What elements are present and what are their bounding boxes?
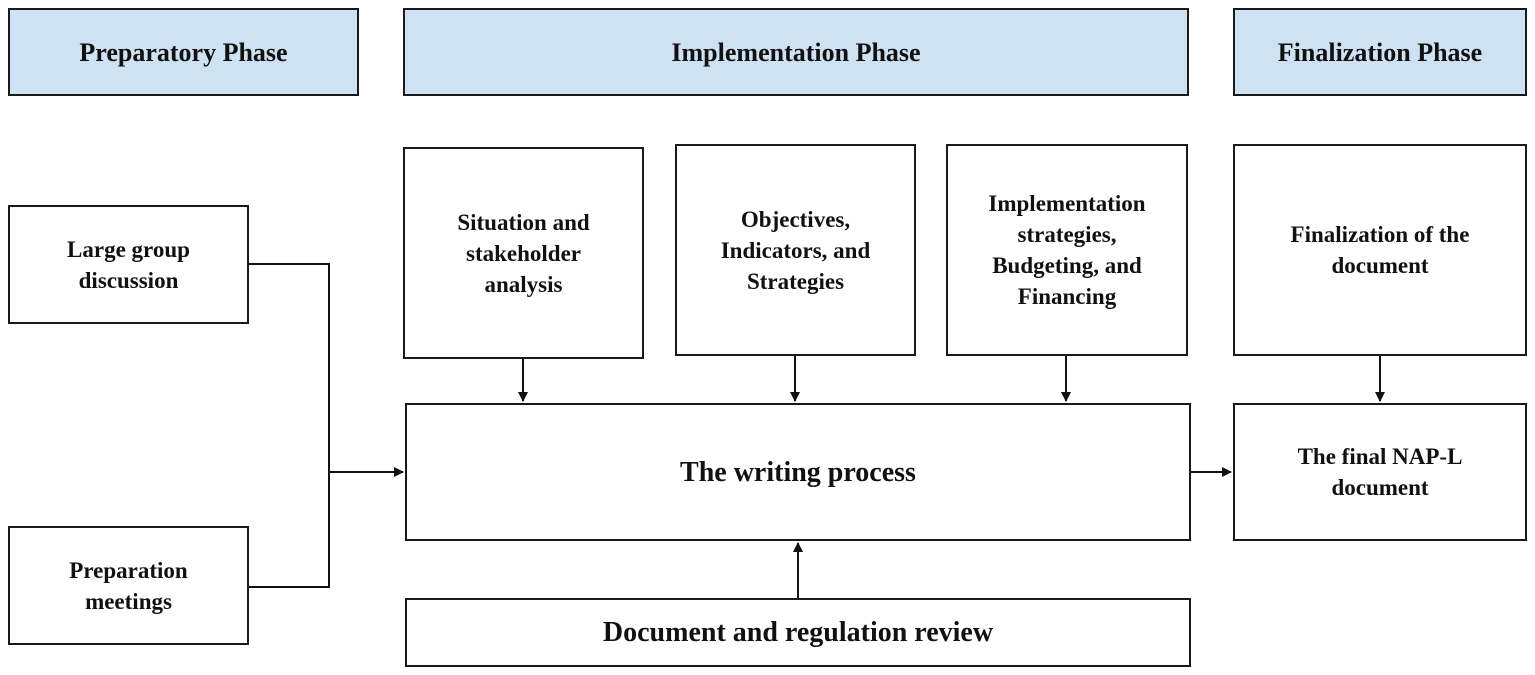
preparation-meetings-connector	[249, 472, 330, 588]
objectives-indicators-label: Objectives, Indicators, and Strategies	[720, 206, 871, 294]
situation-analysis-label: Situation and stakeholder analysis	[457, 209, 590, 297]
preparatory-phase-label: Preparatory Phase	[79, 37, 288, 67]
preparatory-phase-header: Preparatory Phase	[8, 8, 359, 96]
finalization-document-box: Finalization of the document	[1233, 144, 1527, 356]
document-review-box: Document and regulation review	[405, 598, 1191, 667]
large-group-connector	[249, 263, 330, 472]
situation-analysis-box: Situation and stakeholder analysis	[403, 147, 644, 359]
writing-process-box: The writing process	[405, 403, 1191, 541]
finalization-phase-header: Finalization Phase	[1233, 8, 1527, 96]
large-group-discussion-box: Large group discussion	[8, 205, 249, 324]
implementation-phase-header: Implementation Phase	[403, 8, 1189, 96]
final-document-box: The final NAP-L document	[1233, 403, 1527, 541]
preparation-meetings-label: Preparation meetings	[69, 557, 188, 614]
finalization-phase-label: Finalization Phase	[1277, 37, 1483, 67]
implementation-strategies-box: Implementation strategies, Budgeting, an…	[946, 144, 1188, 356]
objectives-indicators-box: Objectives, Indicators, and Strategies	[675, 144, 916, 356]
large-group-discussion-label: Large group discussion	[67, 236, 190, 293]
final-document-label: The final NAP-L document	[1297, 444, 1463, 500]
writing-process-label: The writing process	[680, 456, 916, 488]
preparation-meetings-box: Preparation meetings	[8, 526, 249, 645]
finalization-document-label: Finalization of the document	[1290, 222, 1470, 278]
implementation-phase-label: Implementation Phase	[671, 37, 921, 67]
document-review-label: Document and regulation review	[602, 617, 994, 648]
implementation-strategies-label: Implementation strategies, Budgeting, an…	[988, 191, 1146, 309]
